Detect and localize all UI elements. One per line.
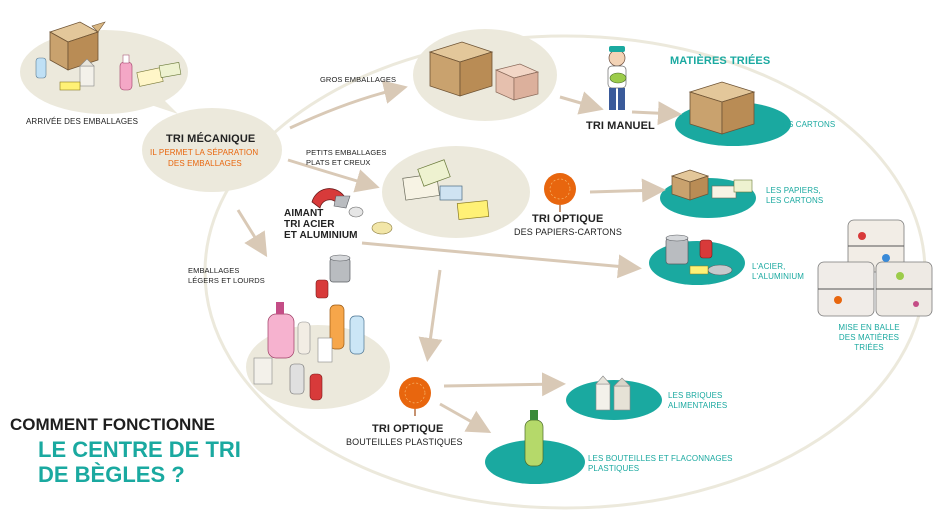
bouteilles-label-2: PLASTIQUES: [588, 464, 640, 473]
tri-mecanique-title: TRI MÉCANIQUE: [166, 133, 256, 145]
milk-carton-icon: [79, 58, 95, 87]
aimant-label-2: TRI ACIER: [284, 219, 335, 230]
plastic-bottle-icon: [253, 302, 365, 401]
tri-manuel-label: TRI MANUEL: [586, 120, 655, 132]
tri-optique-bouteilles-subtitle: BOUTEILLES PLASTIQUES: [346, 437, 463, 447]
tri-optique-papiers-subtitle: DES PAPIERS-CARTONS: [514, 227, 622, 237]
paper-envelope-icon: [402, 159, 490, 220]
arrivee-label: ARRIVÉE DES EMBALLAGES: [26, 117, 139, 126]
balle-label-3: TRIÉES: [854, 343, 884, 352]
magnet-icon: [311, 188, 393, 235]
acier-output: [649, 241, 745, 285]
cartons-label: LES CARTONS: [778, 120, 836, 129]
bale-icon: [817, 219, 933, 317]
open-box-icon: [494, 63, 540, 101]
matieres-triees-heading: MATIÈRES TRIÉES: [670, 55, 771, 67]
optical-sensor-icon: [399, 377, 431, 416]
petits-emballages-label-1: PETITS EMBALLAGES: [306, 148, 387, 157]
cardboard-box-icon: [49, 21, 106, 71]
aimant-label-3: ET ALUMINIUM: [284, 230, 358, 241]
legers-label-2: LÉGERS ET LOURDS: [188, 276, 265, 285]
tri-optique-bouteilles-title: TRI OPTIQUE: [372, 423, 444, 435]
balle-label-2: DES MATIÈRES: [838, 333, 900, 342]
tri-optique-papiers-title: TRI OPTIQUE: [532, 213, 604, 225]
briques-label-1: LES BRIQUES: [668, 391, 723, 400]
tri-mecanique-subtitle-2: DES EMBALLAGES: [168, 159, 242, 168]
person-sorter-icon: [607, 46, 627, 110]
plastic-bottle-icon: [35, 54, 133, 91]
outer-ellipse: [203, 34, 927, 510]
cardboard-box-icon: [688, 81, 756, 135]
cardboard-box-icon: [428, 41, 494, 97]
paper-envelope-icon: [59, 62, 182, 91]
acier-label-1: L'ACIER,: [752, 262, 786, 271]
briques-label-2: ALIMENTAIRES: [668, 401, 728, 410]
plastic-bottle-icon: [524, 410, 544, 467]
page-title-line2: LE CENTRE DE TRI: [38, 437, 241, 462]
cardboard-box-icon: [670, 169, 753, 201]
optical-sensor-icon: [544, 173, 576, 212]
papiers-label-2: LES CARTONS: [766, 196, 824, 205]
gros-emballages-label: GROS EMBALLAGES: [320, 75, 397, 84]
petits-emballages-label-2: PLATS ET CREUX: [306, 158, 371, 167]
balle-label-1: MISE EN BALLE: [838, 323, 900, 332]
tin-can-icon: [665, 234, 733, 276]
papiers-label-1: LES PAPIERS,: [766, 186, 821, 195]
page-title-line1: COMMENT FONCTIONNE: [10, 415, 215, 434]
tri-mecanique-bubble: [142, 108, 282, 192]
bouteilles-label-1: LES BOUTEILLES ET FLACONNAGES: [588, 454, 733, 463]
tri-mecanique-subtitle-1: IL PERMET LA SÉPARATION: [150, 148, 259, 157]
legers-label-1: EMBALLAGES: [188, 266, 240, 275]
flow-arrows: [236, 80, 682, 433]
milk-carton-icon: [595, 375, 631, 411]
tin-can-icon: [315, 254, 351, 299]
aimant-label-1: AIMANT: [284, 208, 324, 219]
page-title-line3: DE BÈGLES ?: [38, 462, 185, 487]
acier-label-2: L'ALUMINIUM: [752, 272, 804, 281]
